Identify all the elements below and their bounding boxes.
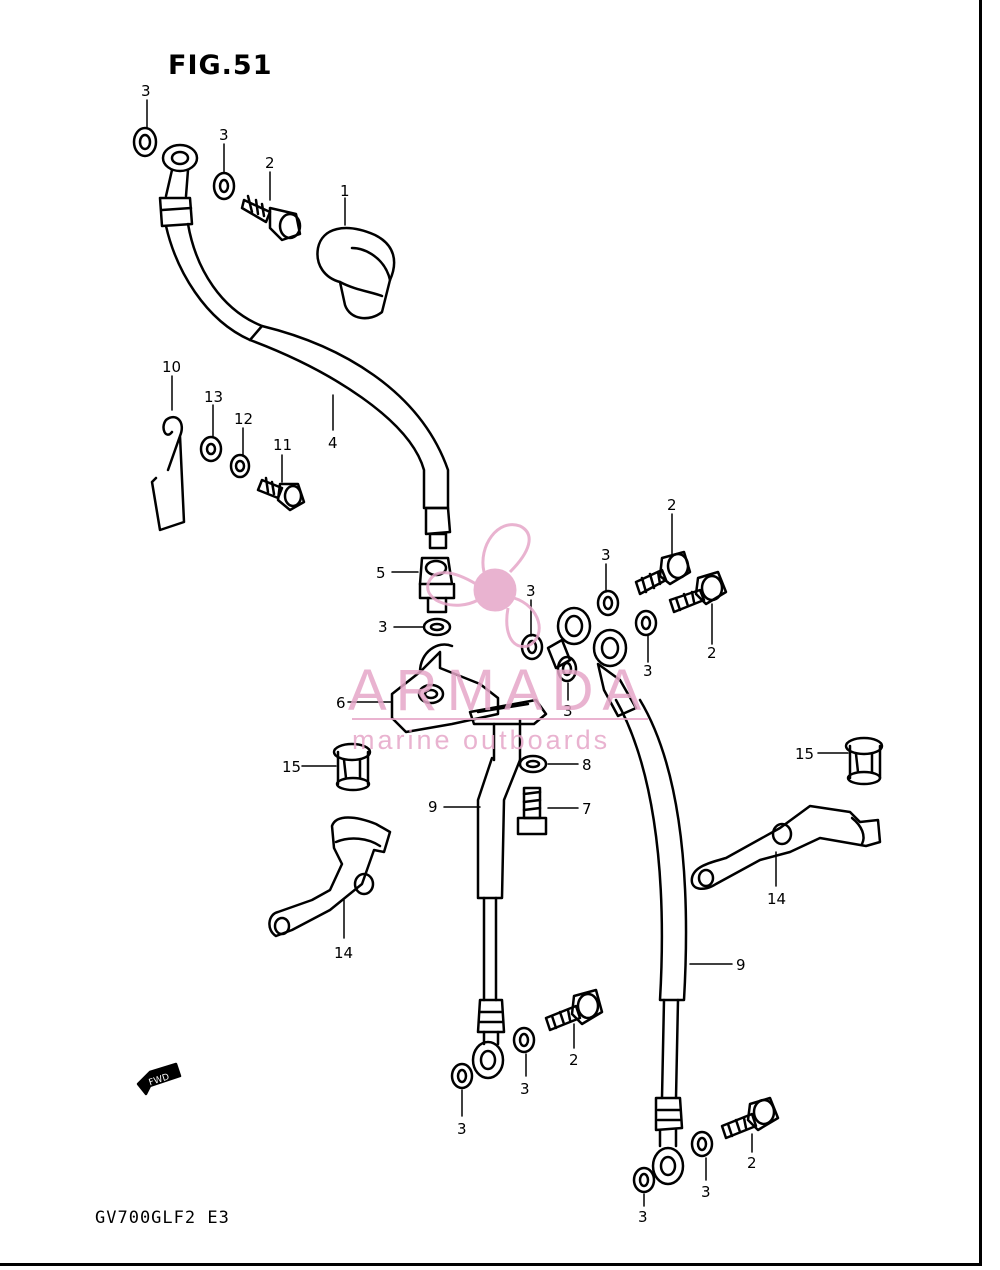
forward-arrow-icon bbox=[136, 1062, 182, 1096]
callout-3: 3 bbox=[526, 582, 536, 600]
callout-3: 3 bbox=[638, 1208, 648, 1226]
callout-6: 6 bbox=[336, 694, 346, 712]
brake-hose-left bbox=[471, 756, 522, 1080]
brake-hose-right bbox=[614, 698, 688, 1186]
callout-8: 8 bbox=[582, 756, 592, 774]
callout-3: 3 bbox=[601, 546, 611, 564]
callout-2: 2 bbox=[265, 154, 275, 172]
callout-2: 2 bbox=[707, 644, 717, 662]
callout-3: 3 bbox=[701, 1183, 711, 1201]
callout-15: 15 bbox=[795, 745, 814, 763]
model-code: GV700GLF2 E3 bbox=[95, 1208, 230, 1228]
watermark-brand: ARMADA bbox=[348, 658, 651, 723]
hose-joint bbox=[418, 556, 456, 614]
callout-3: 3 bbox=[643, 662, 653, 680]
callout-12: 12 bbox=[234, 410, 253, 428]
callout-numbers: 1 2 2 2 2 2 3 3 3 3 3 3 3 3 3 3 3 4 5 6 … bbox=[141, 82, 814, 1226]
figure-title: FIG.51 bbox=[168, 50, 273, 81]
junction-washer bbox=[518, 754, 548, 774]
banjo-fittings-center bbox=[546, 606, 638, 718]
callout-3: 3 bbox=[219, 126, 229, 144]
callout-3: 3 bbox=[141, 82, 151, 100]
watermark-divider bbox=[352, 718, 648, 720]
brake-hose-upper bbox=[158, 143, 452, 550]
drawing-frame bbox=[0, 0, 982, 1266]
callout-10: 10 bbox=[162, 358, 181, 376]
watermark-propeller-icon bbox=[426, 523, 541, 648]
grommet-right bbox=[844, 736, 884, 786]
callout-5: 5 bbox=[376, 564, 386, 582]
callout-2: 2 bbox=[667, 496, 677, 514]
leader-lines bbox=[146, 99, 849, 1207]
callout-4: 4 bbox=[328, 434, 338, 452]
callout-3: 3 bbox=[378, 618, 388, 636]
junction-bolt bbox=[516, 786, 548, 836]
bolt-small bbox=[256, 476, 306, 512]
union-bolt-lower-left bbox=[544, 988, 604, 1032]
retaining-clip bbox=[150, 415, 186, 532]
hose-bracket-left bbox=[268, 816, 392, 938]
callout-14: 14 bbox=[767, 890, 786, 908]
callout-14: 14 bbox=[334, 944, 353, 962]
callout-11: 11 bbox=[273, 436, 292, 454]
callout-7: 7 bbox=[582, 800, 592, 818]
hose-bracket-right bbox=[690, 804, 882, 891]
callout-15: 15 bbox=[282, 758, 301, 776]
callout-9: 9 bbox=[736, 956, 746, 974]
callout-3: 3 bbox=[457, 1120, 467, 1138]
union-bolt-right-2 bbox=[668, 570, 728, 614]
callout-13: 13 bbox=[204, 388, 223, 406]
callout-3: 3 bbox=[563, 702, 573, 720]
union-bolt-lower-right bbox=[720, 1096, 780, 1140]
union-bolt-right-1 bbox=[634, 550, 692, 596]
master-cylinder-cap bbox=[316, 226, 396, 320]
callout-1: 1 bbox=[340, 182, 350, 200]
grommet-left bbox=[332, 742, 372, 792]
callout-3: 3 bbox=[520, 1080, 530, 1098]
callout-2: 2 bbox=[747, 1154, 757, 1172]
watermark-tagline: marine outboards bbox=[352, 725, 611, 755]
union-bolt-top bbox=[240, 194, 302, 242]
callout-2: 2 bbox=[569, 1051, 579, 1069]
callout-9: 9 bbox=[428, 798, 438, 816]
